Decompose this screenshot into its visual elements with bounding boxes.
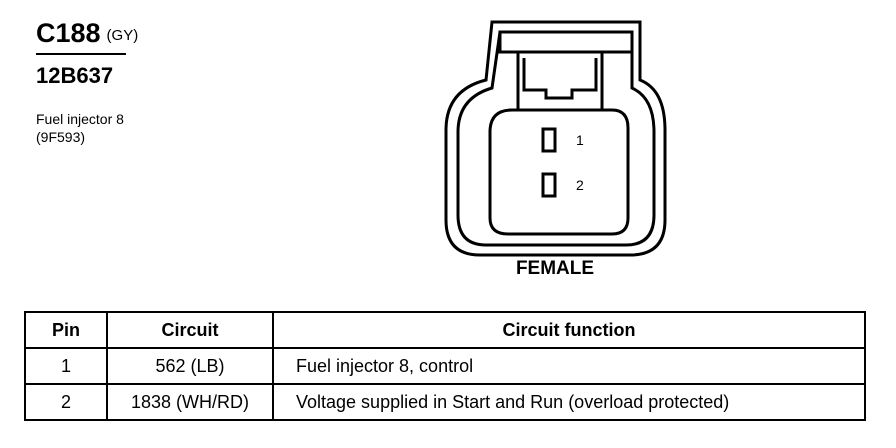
connector-color: (GY) xyxy=(106,27,139,44)
circuit-cell: 562 (LB) xyxy=(106,347,274,385)
cavity-2 xyxy=(541,172,557,198)
cavity-1 xyxy=(541,127,557,153)
table-row: 1 562 (LB) Fuel injector 8, control xyxy=(24,347,866,385)
connector-id: C188 xyxy=(36,18,101,48)
connector-title: C188 (GY) xyxy=(36,18,276,48)
connector-header: C188 (GY) 12B637 Fuel injector 8 (9F593) xyxy=(36,18,276,146)
locking-tab-notch xyxy=(522,58,598,100)
locking-tab xyxy=(516,50,604,112)
function-cell: Voltage supplied in Start and Run (overl… xyxy=(272,383,866,421)
pin-cell: 2 xyxy=(24,383,108,421)
circuit-cell: 1838 (WH/RD) xyxy=(106,383,274,421)
function-cell: Fuel injector 8, control xyxy=(272,347,866,385)
pin-face xyxy=(488,108,630,236)
part-number: 12B637 xyxy=(36,63,114,88)
component-name: Fuel injector 8 xyxy=(36,111,124,127)
header-pin: Pin xyxy=(24,311,108,349)
cavity-label-1: 1 xyxy=(576,132,584,148)
housing-outer-outline xyxy=(444,20,667,257)
table-header-row: Pin Circuit Circuit function xyxy=(24,311,866,349)
table-row: 2 1838 (WH/RD) Voltage supplied in Start… xyxy=(24,383,866,421)
connector-face-diagram: 1 2 xyxy=(444,20,667,257)
connector-gender-label: FEMALE xyxy=(515,258,595,279)
title-underline xyxy=(36,53,126,55)
cavity-label-2: 2 xyxy=(576,177,584,193)
header-circuit-function: Circuit function xyxy=(272,311,866,349)
locking-tab-frame xyxy=(498,30,634,54)
pin-cell: 1 xyxy=(24,347,108,385)
header-circuit: Circuit xyxy=(106,311,274,349)
pinout-table: Pin Circuit Circuit function 1 562 (LB) … xyxy=(24,311,866,421)
component-code: (9F593) xyxy=(36,129,86,145)
housing-inner-outline xyxy=(456,30,656,247)
